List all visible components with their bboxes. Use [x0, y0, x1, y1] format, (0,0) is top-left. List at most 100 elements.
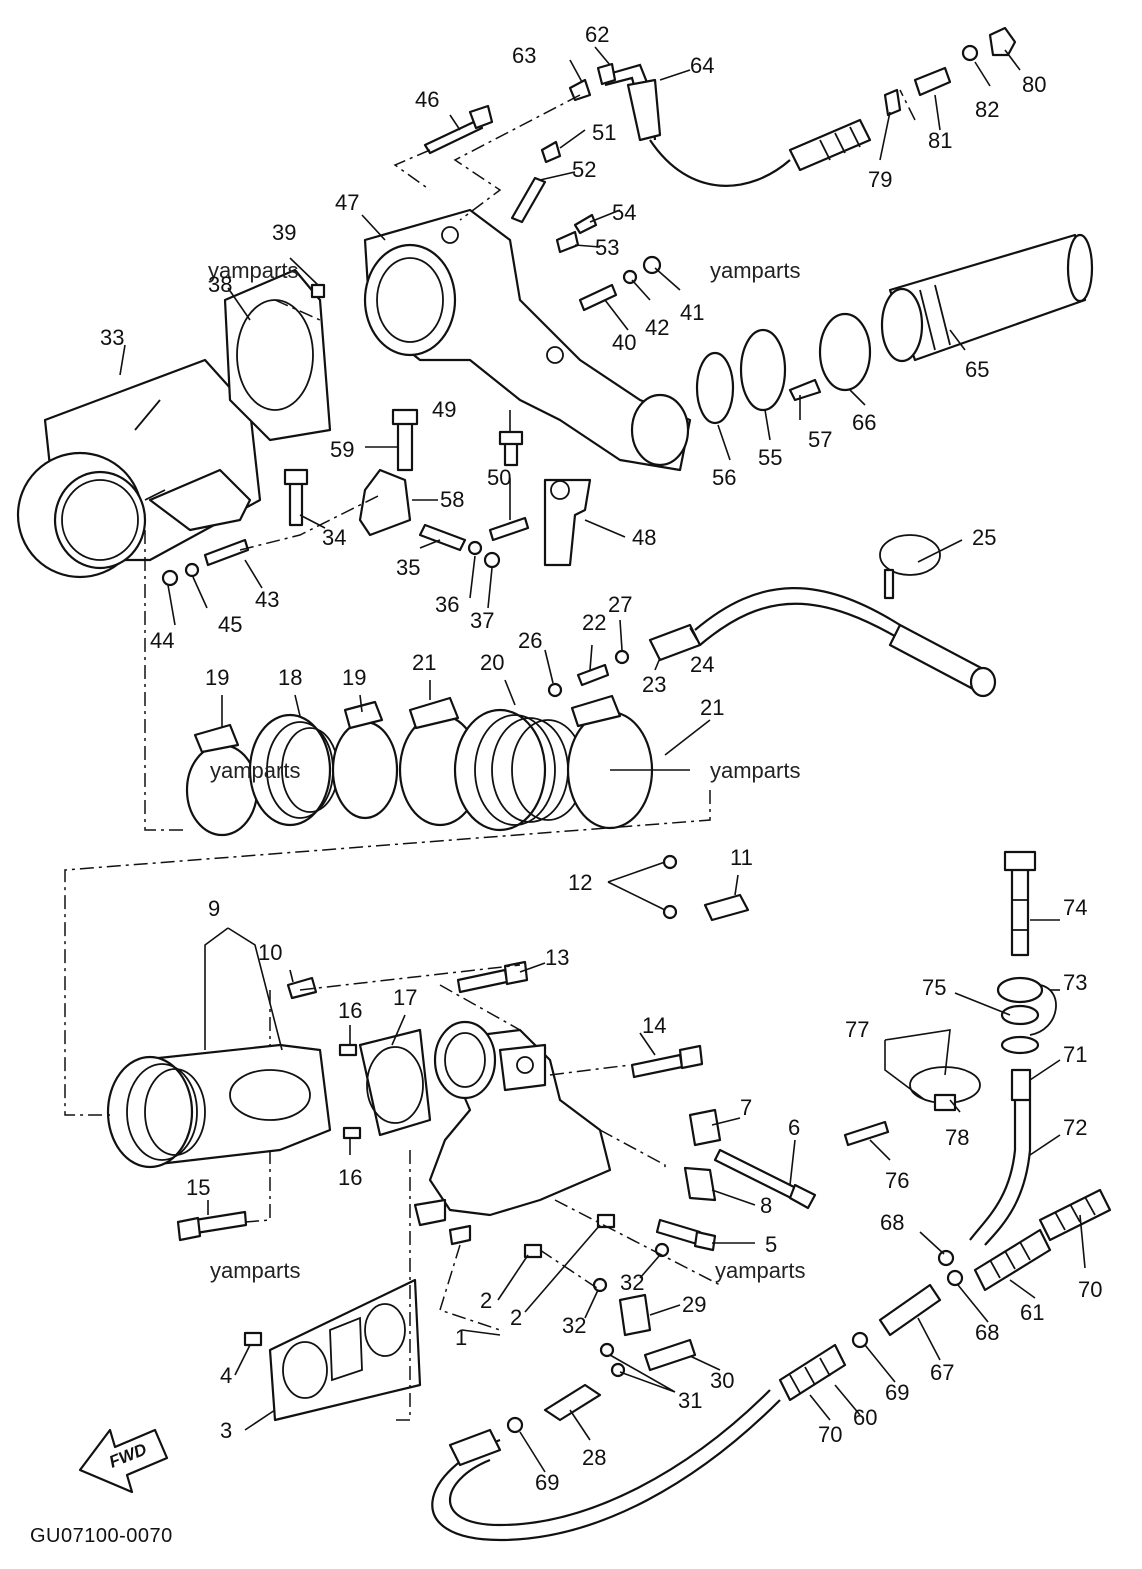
part-35-stud — [418, 523, 467, 552]
callout-25: 25 — [972, 525, 996, 550]
part-32-clamp-a — [592, 1277, 608, 1293]
callout-32b: 32 — [562, 1313, 586, 1338]
part-10-bolt — [286, 976, 318, 1000]
callout-68a: 68 — [880, 1210, 904, 1235]
part-4-pin — [243, 1331, 263, 1347]
watermark-3: yamparts — [210, 758, 300, 783]
callout-77: 77 — [845, 1017, 869, 1042]
callout-70b: 70 — [818, 1422, 842, 1447]
callout-22: 22 — [582, 610, 606, 635]
callout-73: 73 — [1063, 970, 1087, 995]
part-68-clamp-a — [937, 1249, 955, 1267]
part-57-screw — [788, 378, 822, 402]
part-14-bolt — [630, 1044, 704, 1079]
part-44-nut — [161, 569, 179, 587]
part-7-clip — [688, 1108, 722, 1147]
watermark-1: yamparts — [208, 258, 298, 283]
callout-19b: 19 — [342, 665, 366, 690]
part-26-clamp — [547, 682, 563, 698]
watermark-6: yamparts — [715, 1258, 805, 1283]
part-79-clamp — [883, 88, 902, 117]
part-30-hose — [643, 1338, 697, 1372]
callout-75: 75 — [922, 975, 946, 1000]
callout-17: 17 — [393, 985, 417, 1010]
callout-66: 66 — [852, 410, 876, 435]
part-16-pin-lower — [342, 1126, 362, 1140]
callout-63: 63 — [512, 43, 536, 68]
fwd-arrow-icon: FWD — [78, 1428, 169, 1494]
part-55-ring — [739, 328, 787, 412]
callout-14: 14 — [642, 1013, 666, 1038]
callout-9: 9 — [208, 896, 220, 921]
part-62-joint — [596, 62, 617, 86]
part-70-hose-right — [1038, 1188, 1112, 1242]
part-72-hose — [969, 1100, 1032, 1246]
part-81-fitting — [913, 66, 952, 97]
callout-13: 13 — [545, 945, 569, 970]
callout-24: 24 — [690, 652, 714, 677]
part-74-bolt — [1003, 850, 1037, 957]
callout-49: 49 — [432, 397, 456, 422]
callout-37: 37 — [470, 608, 494, 633]
watermark-4: yamparts — [710, 758, 800, 783]
callout-43: 43 — [255, 587, 279, 612]
dash-lines — [64, 89, 916, 1421]
callout-76: 76 — [885, 1168, 909, 1193]
callout-leaders — [119, 46, 1086, 1473]
callout-52: 52 — [572, 157, 596, 182]
part-71-fitting — [1010, 1068, 1032, 1102]
callout-15: 15 — [186, 1175, 210, 1200]
part-60-hose — [431, 1343, 847, 1542]
callout-16a: 16 — [338, 998, 362, 1023]
part-61-hose — [973, 1228, 1052, 1292]
part-9-exhaust-pipe — [106, 1043, 332, 1169]
callout-21a: 21 — [412, 650, 436, 675]
part-15-bolt — [176, 1210, 248, 1242]
callout-55: 55 — [758, 445, 782, 470]
callout-41: 41 — [680, 300, 704, 325]
part-16-pin-upper — [338, 1043, 358, 1057]
part-3-gasket — [268, 1278, 422, 1422]
callout-30: 30 — [710, 1368, 734, 1393]
part-67-joint — [878, 1283, 942, 1337]
part-28-joint — [543, 1383, 602, 1422]
part-82-washer — [961, 44, 979, 62]
callout-27: 27 — [608, 592, 632, 617]
callout-23: 23 — [642, 672, 666, 697]
callout-28: 28 — [582, 1445, 606, 1470]
part-48-bracket — [543, 478, 592, 567]
callout-71: 71 — [1063, 1042, 1087, 1067]
part-12-clamp-lower — [662, 904, 678, 920]
part-69-clamp-right — [851, 1331, 869, 1349]
callout-57: 57 — [808, 427, 832, 452]
callout-78: 78 — [945, 1125, 969, 1150]
part-25-clamp — [879, 534, 941, 600]
part-75-washer — [1000, 1004, 1040, 1026]
callout-47: 47 — [335, 190, 359, 215]
callout-70a: 70 — [1078, 1277, 1102, 1302]
watermark-2: yamparts — [710, 258, 800, 283]
part-1-exhaust-manifold — [413, 1020, 612, 1246]
part-64-hose — [604, 63, 791, 187]
callout-46: 46 — [415, 87, 439, 112]
part-73-bracket — [996, 976, 1057, 1036]
callout-64: 64 — [690, 53, 714, 78]
part-hose-end-top-right — [788, 118, 872, 172]
callout-labels: 1 2 2 3 4 5 6 7 8 9 10 11 12 13 14 15 16… — [100, 22, 1102, 1495]
part-8-clip — [683, 1166, 717, 1202]
callout-51: 51 — [592, 120, 616, 145]
callout-11: 11 — [730, 845, 753, 870]
callout-16b: 16 — [338, 1165, 362, 1190]
part-80-nut — [988, 26, 1017, 57]
part-56-gasket — [695, 351, 735, 425]
part-17-gasket — [358, 1028, 432, 1137]
callout-62: 62 — [585, 22, 609, 47]
callout-8: 8 — [760, 1193, 772, 1218]
part-63-clamp — [568, 78, 592, 102]
part-75-washer-b — [1000, 1035, 1040, 1055]
part-22-stud — [576, 663, 610, 687]
part-11-hose — [703, 893, 750, 922]
part-58-mount — [358, 468, 412, 537]
part-49-bolt — [498, 430, 524, 467]
